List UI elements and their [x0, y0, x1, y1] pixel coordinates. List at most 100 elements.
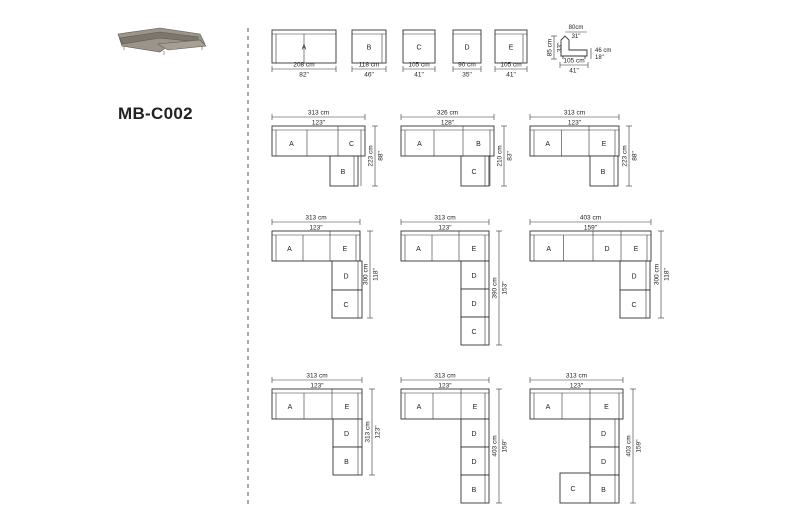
- config-6-depth-inch: 118": [664, 267, 671, 280]
- config-8-width-inch: 123": [438, 383, 452, 390]
- config-7-width-inch: 123": [310, 383, 324, 390]
- config-6-depth-cm: 300 cm: [654, 264, 661, 285]
- config-1-width-inch: 123": [312, 120, 326, 127]
- side-right-cm: 46 cm: [595, 48, 611, 54]
- config-7-depth-inch: 123": [375, 425, 382, 439]
- config-8-col-D: [460, 418, 490, 448]
- config-7-label-D: D: [344, 431, 349, 438]
- config-7-top-row: [271, 388, 363, 420]
- config-7-label-E: E: [345, 404, 350, 411]
- config-5-col-D: [460, 288, 490, 318]
- config-4-label-C: C: [343, 302, 348, 309]
- config-9-label-D: D: [601, 431, 606, 438]
- side-left-cm: 85 cm: [547, 39, 554, 57]
- config-8-label-D: D: [471, 459, 476, 466]
- config-1-label-C: C: [349, 141, 354, 148]
- config-9-label-E: E: [604, 404, 609, 411]
- config-9-width-inch: 123": [570, 383, 584, 390]
- config-8-label-D: D: [471, 431, 476, 438]
- config-4-depth-inch: 118": [373, 267, 380, 280]
- module-width-inch: 41": [506, 72, 516, 79]
- config-1-label-A: A: [289, 141, 294, 148]
- config-1-top-row: [271, 125, 366, 157]
- config-4-top-row: [271, 230, 361, 262]
- config-7-col-B: [332, 446, 363, 476]
- config-5-width-cm: 313 cm: [434, 215, 455, 222]
- config-6-width-cm: 403 cm: [580, 215, 601, 222]
- module-width-cm: 118 cm: [359, 62, 380, 69]
- config-5-depth-cm: 390 cm: [492, 277, 499, 298]
- config-3-width-inch: 123": [568, 120, 582, 127]
- config-4-depth-cm: 300 cm: [363, 264, 370, 285]
- config-8-depth-inch: 159": [502, 439, 509, 453]
- side-bottom-inch: 41": [569, 68, 579, 75]
- config-2-col-C: [460, 155, 490, 187]
- side-bottom-cm: 105 cm: [563, 58, 584, 65]
- config-3-label-A: A: [545, 141, 550, 148]
- module-D: [452, 29, 482, 64]
- module-width-cm: 208 cm: [293, 62, 314, 69]
- config-5-label-D: D: [471, 273, 476, 280]
- module-B: [351, 29, 387, 64]
- config-8-label-A: A: [417, 404, 422, 411]
- module-label: C: [416, 45, 421, 52]
- side-view-profile: [560, 35, 588, 57]
- config-5-top-row: [400, 230, 490, 262]
- module-width-cm: 105 cm: [500, 62, 521, 69]
- module-C: [402, 29, 436, 64]
- side-right-inch: 18": [595, 55, 604, 61]
- config-5-label-D: D: [471, 301, 476, 308]
- config-1-depth-inch: 88": [378, 151, 385, 161]
- config-7-width-cm: 313 cm: [306, 373, 327, 380]
- config-3-depth-inch: 88": [632, 151, 639, 161]
- config-5-label-E: E: [472, 246, 477, 253]
- config-1-col-B: [329, 155, 359, 187]
- config-6-label-E: E: [634, 246, 639, 253]
- config-9-label-A: A: [546, 404, 551, 411]
- config-3-width-cm: 313 cm: [564, 110, 585, 117]
- config-9-label-D: D: [601, 459, 606, 466]
- config-7-depth-cm: 313 cm: [365, 421, 372, 442]
- config-8-top-row: [400, 388, 490, 420]
- config-7-label-B: B: [344, 459, 349, 466]
- config-5-width-inch: 123": [438, 225, 452, 232]
- config-4-col-C: [331, 289, 363, 319]
- config-2-label-C: C: [471, 169, 476, 176]
- config-3-col-B: [589, 155, 619, 187]
- config-4-label-E: E: [343, 246, 348, 253]
- config-2-top-row: [400, 125, 495, 157]
- side-top-inch: 31": [572, 34, 581, 40]
- config-8-width-cm: 313 cm: [434, 373, 455, 380]
- config-2-label-B: B: [476, 141, 481, 148]
- config-5-col-C: [460, 316, 490, 346]
- config-5-col-D: [460, 260, 490, 290]
- module-width-cm: 90 cm: [458, 62, 476, 69]
- config-6-label-D: D: [631, 274, 636, 281]
- module-E: [494, 29, 528, 64]
- config-3-depth-cm: 223 cm: [622, 145, 629, 166]
- config-9-top-row: [529, 388, 624, 420]
- config-8-label-B: B: [472, 487, 477, 494]
- config-9-extra-C: [559, 472, 591, 504]
- module-width-inch: 41": [414, 72, 424, 79]
- config-3-top-row: [529, 125, 620, 157]
- config-9-col-B: [589, 474, 620, 504]
- config-9-depth-cm: 403 cm: [626, 435, 633, 456]
- config-8-label-E: E: [473, 404, 478, 411]
- module-width-cm: 105 cm: [408, 62, 429, 69]
- config-8-depth-cm: 403 cm: [492, 435, 499, 456]
- config-9-depth-inch: 159": [636, 439, 643, 453]
- side-left-inch: 33": [557, 42, 564, 52]
- config-6-label-C: C: [631, 302, 636, 309]
- config-6-width-inch: 159": [584, 225, 598, 232]
- module-width-inch: 82": [299, 72, 309, 79]
- config-4-label-A: A: [287, 246, 292, 253]
- config-6-top-row: [529, 230, 652, 262]
- config-1-label-B: B: [341, 169, 346, 176]
- config-4-label-D: D: [343, 274, 348, 281]
- module-width-inch: 46": [364, 72, 374, 79]
- model-title: MB-C002: [118, 104, 193, 123]
